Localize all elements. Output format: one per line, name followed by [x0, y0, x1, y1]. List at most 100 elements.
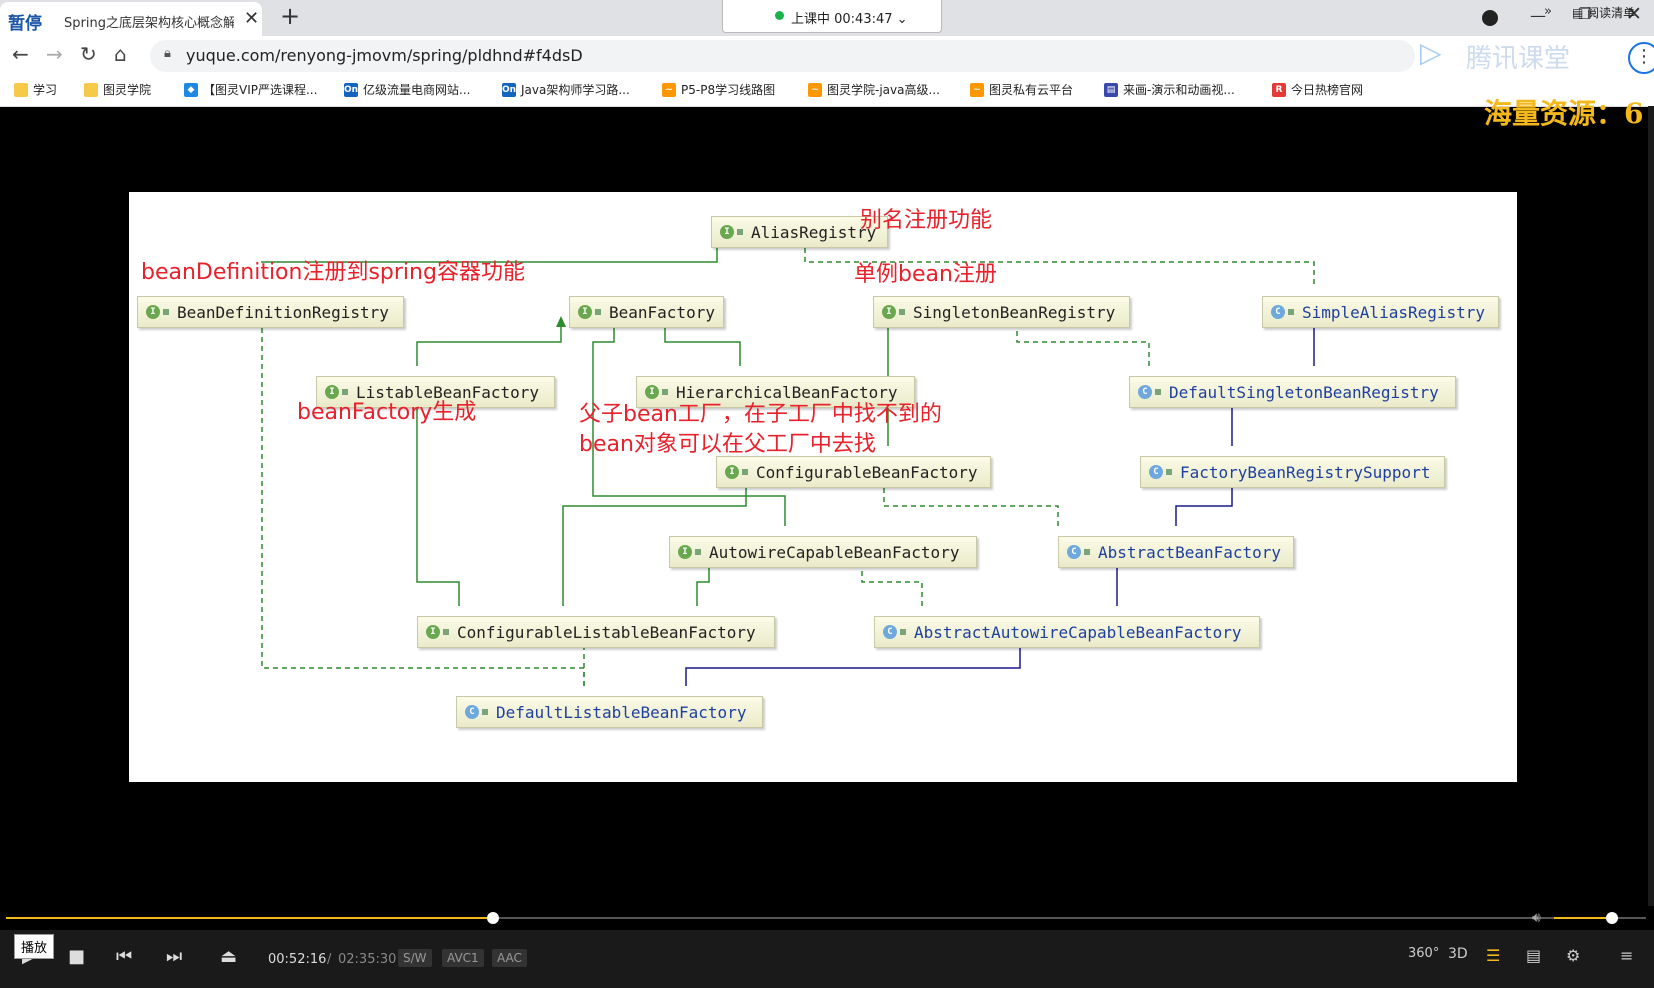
reading-list[interactable]: ▤ 阅读清单	[1572, 6, 1636, 20]
node-label: BeanFactory	[609, 302, 715, 322]
volume-icon[interactable]: 🔊︎	[1532, 910, 1541, 926]
bookmark-favicon-icon	[14, 82, 28, 97]
visibility-icon	[163, 309, 169, 315]
bookmark-item[interactable]: 图灵学院	[84, 81, 151, 98]
class-timer[interactable]: 上课中 00:43:47 ⌄	[722, 0, 942, 33]
class-icon: C	[1149, 465, 1163, 479]
interface-icon: I	[678, 545, 692, 559]
time-separator: /	[327, 952, 332, 967]
vr-360-icon[interactable]: 360°	[1408, 946, 1440, 961]
bookmark-favicon-icon: ◆	[184, 82, 198, 97]
visibility-icon	[482, 709, 488, 715]
next-icon[interactable]: ⏭︎	[166, 946, 183, 967]
browser-tab[interactable]: 暂停 Spring之底层架构核心概念解析 ✕	[0, 2, 262, 36]
restore-icon[interactable]: ❐	[1578, 5, 1592, 23]
note-parent-line1: 父子bean工厂，在子工厂中找不到的	[579, 402, 942, 427]
home-icon[interactable]: ⌂	[114, 42, 127, 66]
node-label: SimpleAliasRegistry	[1302, 302, 1486, 322]
stop-icon[interactable]: ■	[68, 946, 86, 967]
player-controls: ▶ 播放 ■ ⏮︎ ⏭︎ ⏏︎ 00:52:16 / 02:35:30 S/W …	[0, 930, 1654, 988]
bookmark-favicon-icon: On	[502, 82, 517, 97]
node-label: SingletonBeanRegistry	[913, 302, 1116, 322]
bookmark-label: 图灵学院	[103, 83, 152, 97]
edge-line	[416, 398, 460, 606]
bookmark-item[interactable]: ~P5-P8学习线路图	[662, 81, 775, 98]
profile-icon[interactable]	[1482, 10, 1498, 26]
browser-tab-bar: 暂停 Spring之底层架构核心概念解析 ✕ + 上课中 00:43:47 ⌄ …	[0, 0, 1654, 36]
node-label: AbstractAutowireCapableBeanFactory	[914, 622, 1242, 642]
window-close-icon[interactable]: ✕	[1626, 3, 1642, 25]
edge-line	[416, 318, 562, 366]
interface-icon: I	[720, 225, 734, 239]
node-label: ListableBeanFactory	[356, 382, 540, 402]
address-bar: ← → ↻ ⌂ 🔒︎ yuque.com/renyong-jmovm/sprin…	[0, 36, 1654, 76]
node-label: AbstractBeanFactory	[1098, 542, 1282, 562]
minimize-icon[interactable]: —	[1530, 6, 1546, 25]
visibility-icon	[742, 469, 748, 475]
browser-menu-icon[interactable]: ⋮	[1628, 42, 1654, 74]
node-alias-registry: I AliasRegistry	[711, 216, 888, 248]
node-label: AliasRegistry	[751, 222, 877, 242]
playlist-search-icon[interactable]: ☰	[1486, 946, 1501, 965]
node-label: HierarchicalBeanFactory	[676, 382, 898, 402]
bookmark-item[interactable]: 学习	[14, 81, 57, 98]
menu-icon[interactable]: ≡	[1620, 946, 1634, 965]
edge-line	[562, 478, 747, 606]
node-label: BeanDefinitionRegistry	[177, 302, 389, 322]
tencent-classroom-logo-icon: ▷	[1420, 36, 1442, 69]
settings-gear-icon[interactable]: ⚙	[1566, 946, 1581, 965]
edge-line	[804, 238, 1315, 284]
visibility-icon	[443, 629, 449, 635]
forward-icon[interactable]: →	[46, 42, 63, 66]
interface-icon: I	[578, 305, 592, 319]
edge-line	[1016, 318, 1150, 366]
interface-icon: I	[725, 465, 739, 479]
back-icon[interactable]: ←	[12, 42, 29, 66]
bookmark-item[interactable]: ◆【图灵VIP严选课程...	[184, 81, 317, 98]
node-label: FactoryBeanRegistrySupport	[1180, 462, 1431, 482]
edge-line	[1175, 478, 1233, 526]
new-tab-icon[interactable]: +	[280, 2, 301, 30]
class-icon: C	[1271, 305, 1285, 319]
url-field[interactable]: 🔒︎ yuque.com/renyong-jmovm/spring/pldhnd…	[150, 40, 1415, 72]
bookmark-favicon-icon	[84, 82, 98, 97]
progress-track[interactable]	[6, 917, 1646, 919]
subtitle-icon[interactable]: ▤	[1526, 946, 1542, 965]
bookmark-item[interactable]: ~图灵学院-java高级...	[808, 81, 940, 98]
eject-icon[interactable]: ⏏︎	[220, 946, 238, 967]
interface-icon: I	[426, 625, 440, 639]
visibility-icon	[1084, 549, 1090, 555]
edge-line	[664, 318, 741, 366]
note-alias: 别名注册功能	[860, 208, 993, 233]
3d-icon[interactable]: 3D	[1448, 946, 1468, 962]
progress-knob[interactable]	[487, 912, 499, 924]
reading-list-label: 阅读清单	[1587, 6, 1636, 20]
scrollbar[interactable]	[1648, 106, 1654, 906]
edge-arrowhead	[556, 316, 566, 327]
bookmark-item[interactable]: ~图灵私有云平台	[970, 81, 1073, 98]
node-label: ConfigurableListableBeanFactory	[457, 622, 756, 642]
bookmarks-more-icon[interactable]: »	[1544, 4, 1552, 19]
tab-close-icon[interactable]: ✕	[244, 8, 260, 29]
bookmark-favicon-icon: On	[344, 82, 359, 97]
class-icon: C	[1067, 545, 1081, 559]
visibility-icon	[899, 309, 905, 315]
volume-knob[interactable]	[1606, 912, 1618, 924]
bookmark-item[interactable]: ▤来画-演示和动画视...	[1104, 81, 1235, 98]
class-icon: C	[1138, 385, 1152, 399]
previous-icon[interactable]: ⏮︎	[116, 946, 133, 967]
reload-icon[interactable]: ↻	[80, 42, 97, 66]
bookmark-favicon-icon: R	[1272, 82, 1286, 97]
node-label: DefaultListableBeanFactory	[496, 702, 747, 722]
